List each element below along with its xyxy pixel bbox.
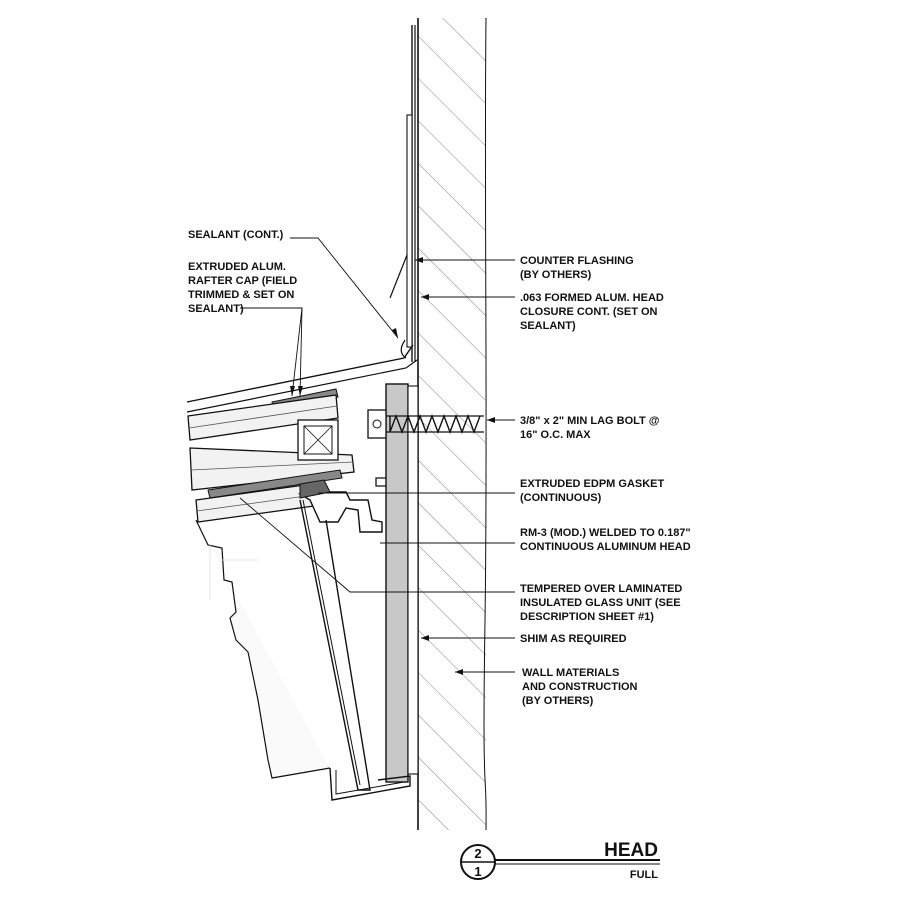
note-glass: TEMPERED OVER LAMINATED INSULATED GLASS … [520,583,682,623]
detail-number: 2 [474,846,481,861]
aluminum-head [297,383,419,801]
note-line: COUNTER FLASHING [520,255,634,267]
svg-text:WALL MATERIALS: WALL MATERIALS [522,667,619,679]
note-line: DESCRIPTION SHEET #1) [520,611,654,623]
svg-text:SEALANT): SEALANT) [520,320,576,332]
note-line: INSULATED GLASS UNIT (SEE [520,597,681,609]
note-rafter-cap: EXTRUDED ALUM. RAFTER CAP (FIELD TRIMMED… [188,261,297,315]
note-rm3: RM-3 (MOD.) WELDED TO 0.187" CONTINUOUS … [520,527,691,553]
svg-text:SEALANT (CONT.): SEALANT (CONT.) [188,229,284,241]
lag-bolt [367,409,484,439]
svg-text:16" O.C. MAX: 16" O.C. MAX [520,429,591,441]
svg-text:3/8" x 2" MIN LAG BOLT @: 3/8" x 2" MIN LAG BOLT @ [520,415,660,427]
note-lag-bolt: 3/8" x 2" MIN LAG BOLT @ 16" O.C. MAX [520,415,660,441]
leader-arrowheads [290,257,495,675]
note-line: AND CONSTRUCTION [522,681,638,693]
note-head-closure: .063 FORMED ALUM. HEAD CLOSURE CONT. (SE… [520,292,664,332]
svg-text:AND CONSTRUCTION: AND CONSTRUCTION [522,681,638,693]
detail-scale: FULL [630,869,658,881]
note-line: 16" O.C. MAX [520,429,591,441]
note-line: EXTRUDED ALUM. [188,261,286,273]
note-line: EXTRUDED EDPM GASKET [520,478,665,490]
svg-text:RM-3 (MOD.) WELDED TO 0.187": RM-3 (MOD.) WELDED TO 0.187" [520,527,691,539]
title-block: 2 1 HEAD FULL [460,840,660,881]
leader-lines [239,237,515,673]
svg-text:CLOSURE CONT. (SET ON: CLOSURE CONT. (SET ON [520,306,658,318]
wall-section [417,17,487,831]
note-shim: SHIM AS REQUIRED [520,633,627,645]
svg-text:EXTRUDED EDPM GASKET: EXTRUDED EDPM GASKET [520,478,665,490]
note-line: RAFTER CAP (FIELD [188,275,297,287]
note-line: SEALANT (CONT.) [188,229,284,241]
note-counter-flashing: COUNTER FLASHING (BY OTHERS) [520,255,634,281]
svg-text:CONTINUOUS ALUMINUM HEAD: CONTINUOUS ALUMINUM HEAD [520,541,691,553]
svg-text:COUNTER FLASHING: COUNTER FLASHING [520,255,634,267]
note-gasket: EXTRUDED EDPM GASKET (CONTINUOUS) [520,478,665,504]
note-sealant: SEALANT (CONT.) [188,229,284,241]
note-line: CONTINUOUS ALUMINUM HEAD [520,541,691,553]
svg-text:SEALANT): SEALANT) [188,303,244,315]
note-wall: WALL MATERIALS AND CONSTRUCTION (BY OTHE… [522,667,638,707]
svg-text:(CONTINUOUS): (CONTINUOUS) [520,492,602,504]
note-line: (CONTINUOUS) [520,492,602,504]
note-line: TEMPERED OVER LAMINATED [520,583,682,595]
note-line: SEALANT) [188,303,244,315]
note-line: (BY OTHERS) [522,695,594,707]
glazing-assembly [187,388,355,779]
svg-text:TRIMMED & SET ON: TRIMMED & SET ON [188,289,294,301]
note-line: (BY OTHERS) [520,269,592,281]
svg-text:(BY OTHERS): (BY OTHERS) [520,269,592,281]
svg-text:EXTRUDED ALUM.: EXTRUDED ALUM. [188,261,286,273]
note-line: CLOSURE CONT. (SET ON [520,306,658,318]
head-closure-flashing [186,25,418,413]
note-line: RM-3 (MOD.) WELDED TO 0.187" [520,527,691,539]
svg-text:.063 FORMED ALUM. HEAD: .063 FORMED ALUM. HEAD [520,292,664,304]
svg-text:DESCRIPTION SHEET #1): DESCRIPTION SHEET #1) [520,611,654,623]
note-line: SHIM AS REQUIRED [520,633,627,645]
svg-text:SHIM AS REQUIRED: SHIM AS REQUIRED [520,633,627,645]
svg-text:RAFTER CAP (FIELD: RAFTER CAP (FIELD [188,275,297,287]
svg-text:TEMPERED OVER LAMINATED: TEMPERED OVER LAMINATED [520,583,682,595]
note-line: SEALANT) [520,320,576,332]
sheet-number: 1 [474,864,481,879]
note-line: 3/8" x 2" MIN LAG BOLT @ [520,415,660,427]
svg-text:INSULATED GLASS UNIT (SEE: INSULATED GLASS UNIT (SEE [520,597,681,609]
note-line: WALL MATERIALS [522,667,619,679]
note-line: .063 FORMED ALUM. HEAD [520,292,664,304]
svg-text:(BY OTHERS): (BY OTHERS) [522,695,594,707]
note-line: TRIMMED & SET ON [188,289,294,301]
detail-title: HEAD [604,840,658,861]
